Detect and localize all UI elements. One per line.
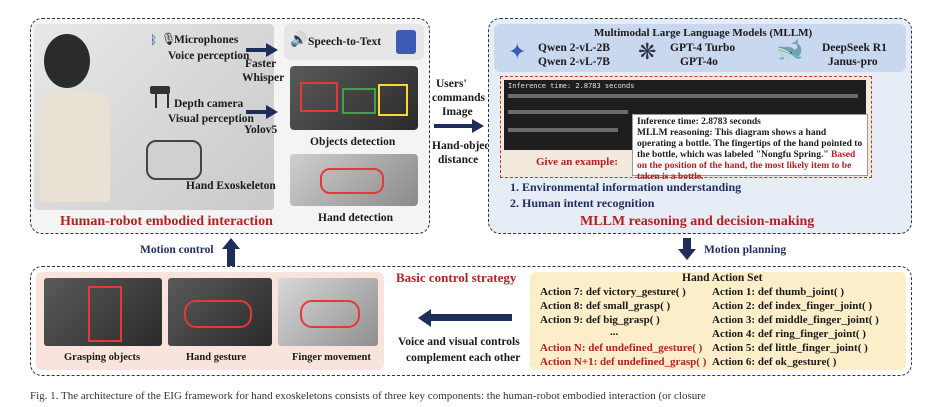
reasoning-popup: Inference time: 2.8783 seconds MLLM reas…	[632, 114, 868, 182]
hand-exoskeleton-label: Hand Exoskeleton	[186, 180, 276, 192]
depth-camera-icon	[150, 86, 170, 94]
motion-control-label: Motion control	[140, 244, 214, 256]
image-label: Image	[442, 106, 473, 118]
finger-label: Finger movement	[292, 352, 371, 363]
action-set-box	[530, 272, 906, 370]
model-gpt4-turbo: GPT-4 Turbo	[670, 42, 736, 54]
complement-line-2: complement each other	[406, 352, 521, 364]
gesture-keypoints	[184, 300, 252, 328]
action-left-item: Action 8: def small_grasp( )	[540, 300, 671, 312]
action-right-item: Action 3: def middle_finger_joint( )	[712, 314, 879, 326]
qwen-logo-icon: ✦	[508, 40, 527, 65]
gesture-label: Hand gesture	[186, 352, 247, 363]
person-body	[40, 92, 110, 202]
action-right-item: Action 5: def little_finger_joint( )	[712, 342, 868, 354]
terminal-text-line	[508, 110, 628, 114]
action-right-item: Action 1: def thumb_joint( )	[712, 286, 844, 298]
depth-camera-label: Depth camera	[174, 98, 244, 110]
grasping-label: Grasping objects	[64, 352, 141, 363]
point-2: 2. Human intent recognition	[510, 196, 655, 210]
action-right-item: Action 6: def ok_gesture( )	[712, 356, 837, 368]
arrow-head-mic	[266, 43, 278, 57]
detection-box-3	[378, 84, 408, 116]
terminal-text-line	[508, 128, 618, 132]
popup-reasoning: MLLM reasoning: This diagram shows a han…	[637, 128, 863, 160]
arrow-shaft-cam	[246, 110, 268, 114]
model-deepseek: DeepSeek R1	[822, 42, 887, 54]
faster-label: Faster	[245, 58, 277, 70]
exoskeleton-device	[146, 140, 202, 180]
person-head	[44, 34, 90, 88]
action-left-item: Action N+1: def undefined_grasp( )	[540, 356, 707, 368]
mllm-header-box	[494, 24, 906, 72]
microphone-icon: 🎙	[161, 32, 177, 46]
complement-line-1: Voice and visual controls	[398, 336, 520, 348]
detection-box-1	[300, 82, 338, 112]
model-janus: Janus-pro	[828, 56, 878, 68]
objects-detection-label: Objects detection	[310, 136, 396, 148]
arrow-head-cam	[266, 105, 278, 119]
motion-planning-arrow-shaft	[683, 238, 691, 250]
finger-photo	[278, 278, 378, 346]
action-set-title: Hand Action Set	[682, 272, 763, 284]
action-right-item: Action 4: def ring_finger_joint( )	[712, 328, 866, 340]
arrow-shaft-mic	[246, 48, 268, 52]
grasping-photo	[44, 278, 162, 346]
model-gpt4o: GPT-4o	[680, 56, 718, 68]
terminal-line: Inference time: 2.8783 seconds	[508, 82, 635, 90]
control-strategy-title: Basic control strategy	[396, 270, 517, 285]
model-qwen-7b: Qwen 2-vL-7B	[538, 56, 610, 68]
commands-label: commands	[432, 92, 486, 104]
deepseek-logo-icon: 🐋	[776, 38, 804, 63]
motion-planning-label: Motion planning	[704, 244, 787, 256]
action-left-item: Action 9: def big_grasp( )	[540, 314, 660, 326]
mllm-header: Multimodal Large Language Models (MLLM)	[594, 27, 813, 39]
visual-perception-label: Visual perception	[168, 113, 254, 125]
detection-box-2	[342, 88, 376, 114]
popup-text: MLLM reasoning: This diagram shows a han…	[637, 128, 863, 183]
voice-perception-label: Voice perception	[168, 50, 250, 62]
openai-logo-icon: ❋	[638, 40, 657, 65]
yolo-label: Yolov5	[244, 124, 278, 136]
users-label: Users'	[436, 78, 467, 90]
speech-to-text-label: Speech-to-Text	[308, 36, 382, 48]
action-left-item: Action 7: def victory_gesture( )	[540, 286, 686, 298]
transcript-icon	[396, 30, 416, 54]
bottle-detection-box	[88, 286, 122, 342]
bottom-panel	[30, 266, 912, 376]
action-left-item: Action N: def undefined_gesture( )	[540, 342, 703, 354]
motion-planning-arrow-head	[678, 249, 696, 260]
arrow-shaft-left	[430, 314, 512, 321]
mllm-title: MLLM reasoning and decision-making	[580, 214, 815, 229]
distance-label: distance	[438, 154, 479, 166]
tripod-icon	[155, 94, 169, 108]
arrow-shaft-mid	[434, 124, 474, 128]
objects-detection-image	[290, 66, 418, 130]
human-robot-title: Human-robot embodied interaction	[60, 214, 273, 229]
hand-keypoints	[320, 168, 384, 194]
microphones-label: Microphones	[174, 34, 239, 46]
hand-object-label: Hand-object	[432, 140, 494, 152]
finger-keypoints	[300, 300, 360, 328]
action-right-item: Action 2: def index_finger_joint( )	[712, 300, 873, 312]
bluetooth-icon: ᛒ	[150, 33, 158, 47]
figure-caption: Fig. 1. The architecture of the EIG fram…	[30, 390, 706, 402]
point-1: 1. Environmental information understandi…	[510, 180, 742, 194]
whisper-label: Whisper	[242, 72, 285, 84]
motion-control-arrow-head	[222, 238, 240, 249]
model-qwen-2b: Qwen 2-vL-2B	[538, 42, 610, 54]
arrow-head-mid	[472, 119, 484, 133]
popup-conclusion: Based on the position of the hand, the m…	[637, 150, 856, 182]
popup-time: Inference time: 2.8783 seconds	[637, 117, 761, 127]
motion-control-arrow-shaft	[227, 248, 235, 266]
give-example-label: Give an example:	[536, 156, 618, 168]
terminal-text-line	[508, 94, 858, 98]
hand-detection-image	[290, 154, 418, 206]
hand-detection-label: Hand detection	[318, 212, 394, 224]
arrow-head-left	[418, 309, 431, 327]
speaker-icon: 🔊	[290, 32, 308, 48]
action-left-ellipsis: ...	[610, 326, 619, 338]
